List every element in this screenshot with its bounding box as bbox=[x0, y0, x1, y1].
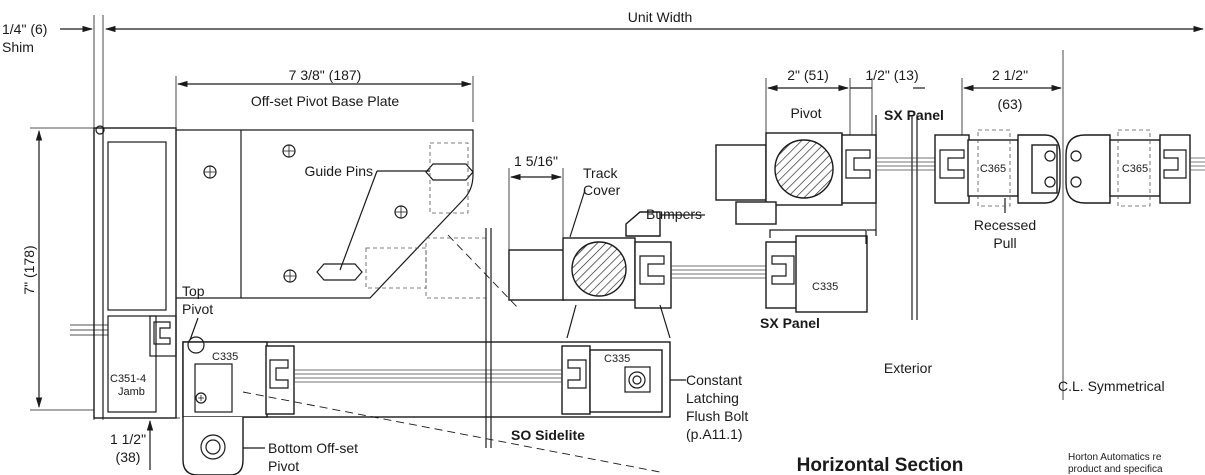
recessed-pull-label-line1: Recessed bbox=[974, 217, 1036, 233]
bottom-pivot-label-line1: Bottom Off-set bbox=[268, 440, 358, 456]
track-cover-label-line2: Cover bbox=[583, 182, 621, 198]
c335-right-label: C335 bbox=[812, 281, 838, 293]
shim-label: Shim bbox=[2, 39, 34, 55]
break-lines bbox=[485, 115, 918, 448]
offset-pivot-base-plate bbox=[176, 129, 487, 299]
panel-offset-mm: (63) bbox=[998, 96, 1023, 112]
annotations: 1/4" (6) Shim Unit Width 7 3/8" (187) Of… bbox=[2, 9, 1165, 475]
panel-offset-dimension: 2 1/2" bbox=[992, 67, 1028, 83]
section-title: Horizontal Section bbox=[797, 455, 964, 475]
flush-bolt-label-line3: Flush Bolt bbox=[686, 408, 748, 424]
so-sidelite-profile bbox=[182, 234, 671, 475]
exterior-label: Exterior bbox=[884, 360, 933, 376]
base-plate-label: Off-set Pivot Base Plate bbox=[251, 93, 400, 109]
bottom-offset-dimension: 1 1/2" bbox=[110, 431, 146, 447]
jamb-label-line1: C351-4 bbox=[110, 373, 146, 385]
c365-panel-profiles bbox=[934, 129, 1205, 207]
flush-bolt-label-line4: (p.A11.1) bbox=[686, 426, 743, 442]
bumpers-label: Bumpers bbox=[646, 206, 702, 222]
screw-icon bbox=[203, 144, 408, 283]
unit-width-label: Unit Width bbox=[628, 9, 693, 25]
track-cover-label-line1: Track bbox=[583, 165, 618, 181]
depth-dimension: 7" (178) bbox=[21, 245, 37, 294]
gap-dimension: 1/2" (13) bbox=[865, 67, 918, 83]
c335-mid-label: C335 bbox=[604, 353, 630, 365]
track-cover-dimension: 1 5/16" bbox=[514, 153, 558, 169]
jamb-label-line2: Jamb bbox=[118, 386, 145, 398]
pivot-label: Pivot bbox=[790, 105, 821, 121]
sx-panel-mid-label: SX Panel bbox=[760, 315, 820, 331]
bottom-pivot-label-line2: Pivot bbox=[268, 458, 299, 474]
c335-left-label: C335 bbox=[212, 351, 238, 363]
flush-bolt-label-line1: Constant bbox=[686, 372, 742, 388]
base-plate-dimension: 7 3/8" (187) bbox=[289, 67, 362, 83]
c365-left-label: C365 bbox=[980, 163, 1006, 175]
jamb-profile bbox=[70, 125, 177, 419]
flush-bolt-label-line2: Latching bbox=[686, 390, 739, 406]
bottom-offset-mm: (38) bbox=[116, 449, 141, 465]
symmetry-label: C.L. Symmetrical bbox=[1058, 378, 1165, 394]
sx-panel-top-label: SX Panel bbox=[884, 107, 944, 123]
sx-panel-mid-profile bbox=[508, 115, 877, 339]
top-pivot-label-line1: Top bbox=[182, 283, 205, 299]
recessed-pull-label-line2: Pull bbox=[993, 235, 1016, 251]
pivot-dimension: 2" (51) bbox=[787, 67, 829, 83]
footnote-line1: Horton Automatics re bbox=[1068, 452, 1162, 463]
guide-pins-label: Guide Pins bbox=[305, 163, 373, 179]
top-pivot-label-line2: Pivot bbox=[182, 301, 213, 317]
shim-dimension: 1/4" (6) bbox=[2, 21, 47, 37]
so-sidelite-label: SO Sidelite bbox=[511, 427, 585, 443]
pivot-top-profile bbox=[625, 132, 935, 237]
c365-right-label: C365 bbox=[1122, 163, 1148, 175]
footnote-line2: product and specifica bbox=[1068, 464, 1163, 475]
